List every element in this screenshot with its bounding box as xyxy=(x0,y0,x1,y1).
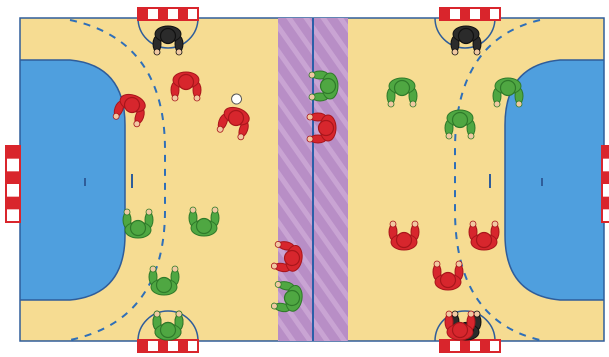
player-icon xyxy=(152,310,184,341)
goal-area-right xyxy=(504,59,604,301)
player-icon xyxy=(444,109,476,140)
player-icon xyxy=(170,71,202,102)
player-icon xyxy=(450,25,482,56)
free-throw-line-left xyxy=(69,19,166,341)
corner-arc-top-right xyxy=(434,18,496,49)
ball-icon xyxy=(231,93,243,105)
player-icon xyxy=(112,93,146,128)
player-icon xyxy=(388,220,420,251)
free-throw-line-right xyxy=(454,19,541,341)
goal-icon xyxy=(439,7,501,21)
player-icon xyxy=(444,310,476,341)
player-icon xyxy=(308,70,339,102)
player-icon xyxy=(148,265,180,296)
player-icon xyxy=(270,240,303,273)
player-icon xyxy=(386,77,418,108)
corner-arc-bottom-left xyxy=(137,310,199,341)
goal-area-left xyxy=(20,59,126,301)
corner-arc-top-left xyxy=(137,18,199,49)
player-icon xyxy=(432,260,464,291)
player-icon xyxy=(122,208,154,239)
player-icon xyxy=(306,112,337,144)
goal-icon xyxy=(5,145,21,223)
player-icon xyxy=(188,206,220,237)
goal-icon xyxy=(137,7,199,21)
player-icon xyxy=(492,77,524,108)
goal-icon xyxy=(439,339,501,353)
player-icon xyxy=(216,93,250,141)
player-icon xyxy=(468,220,500,251)
goal-icon xyxy=(137,339,199,353)
corner-arc-bottom-right xyxy=(434,310,496,341)
goal-icon xyxy=(601,145,609,223)
player-icon xyxy=(270,280,303,313)
player-icon xyxy=(152,25,184,56)
